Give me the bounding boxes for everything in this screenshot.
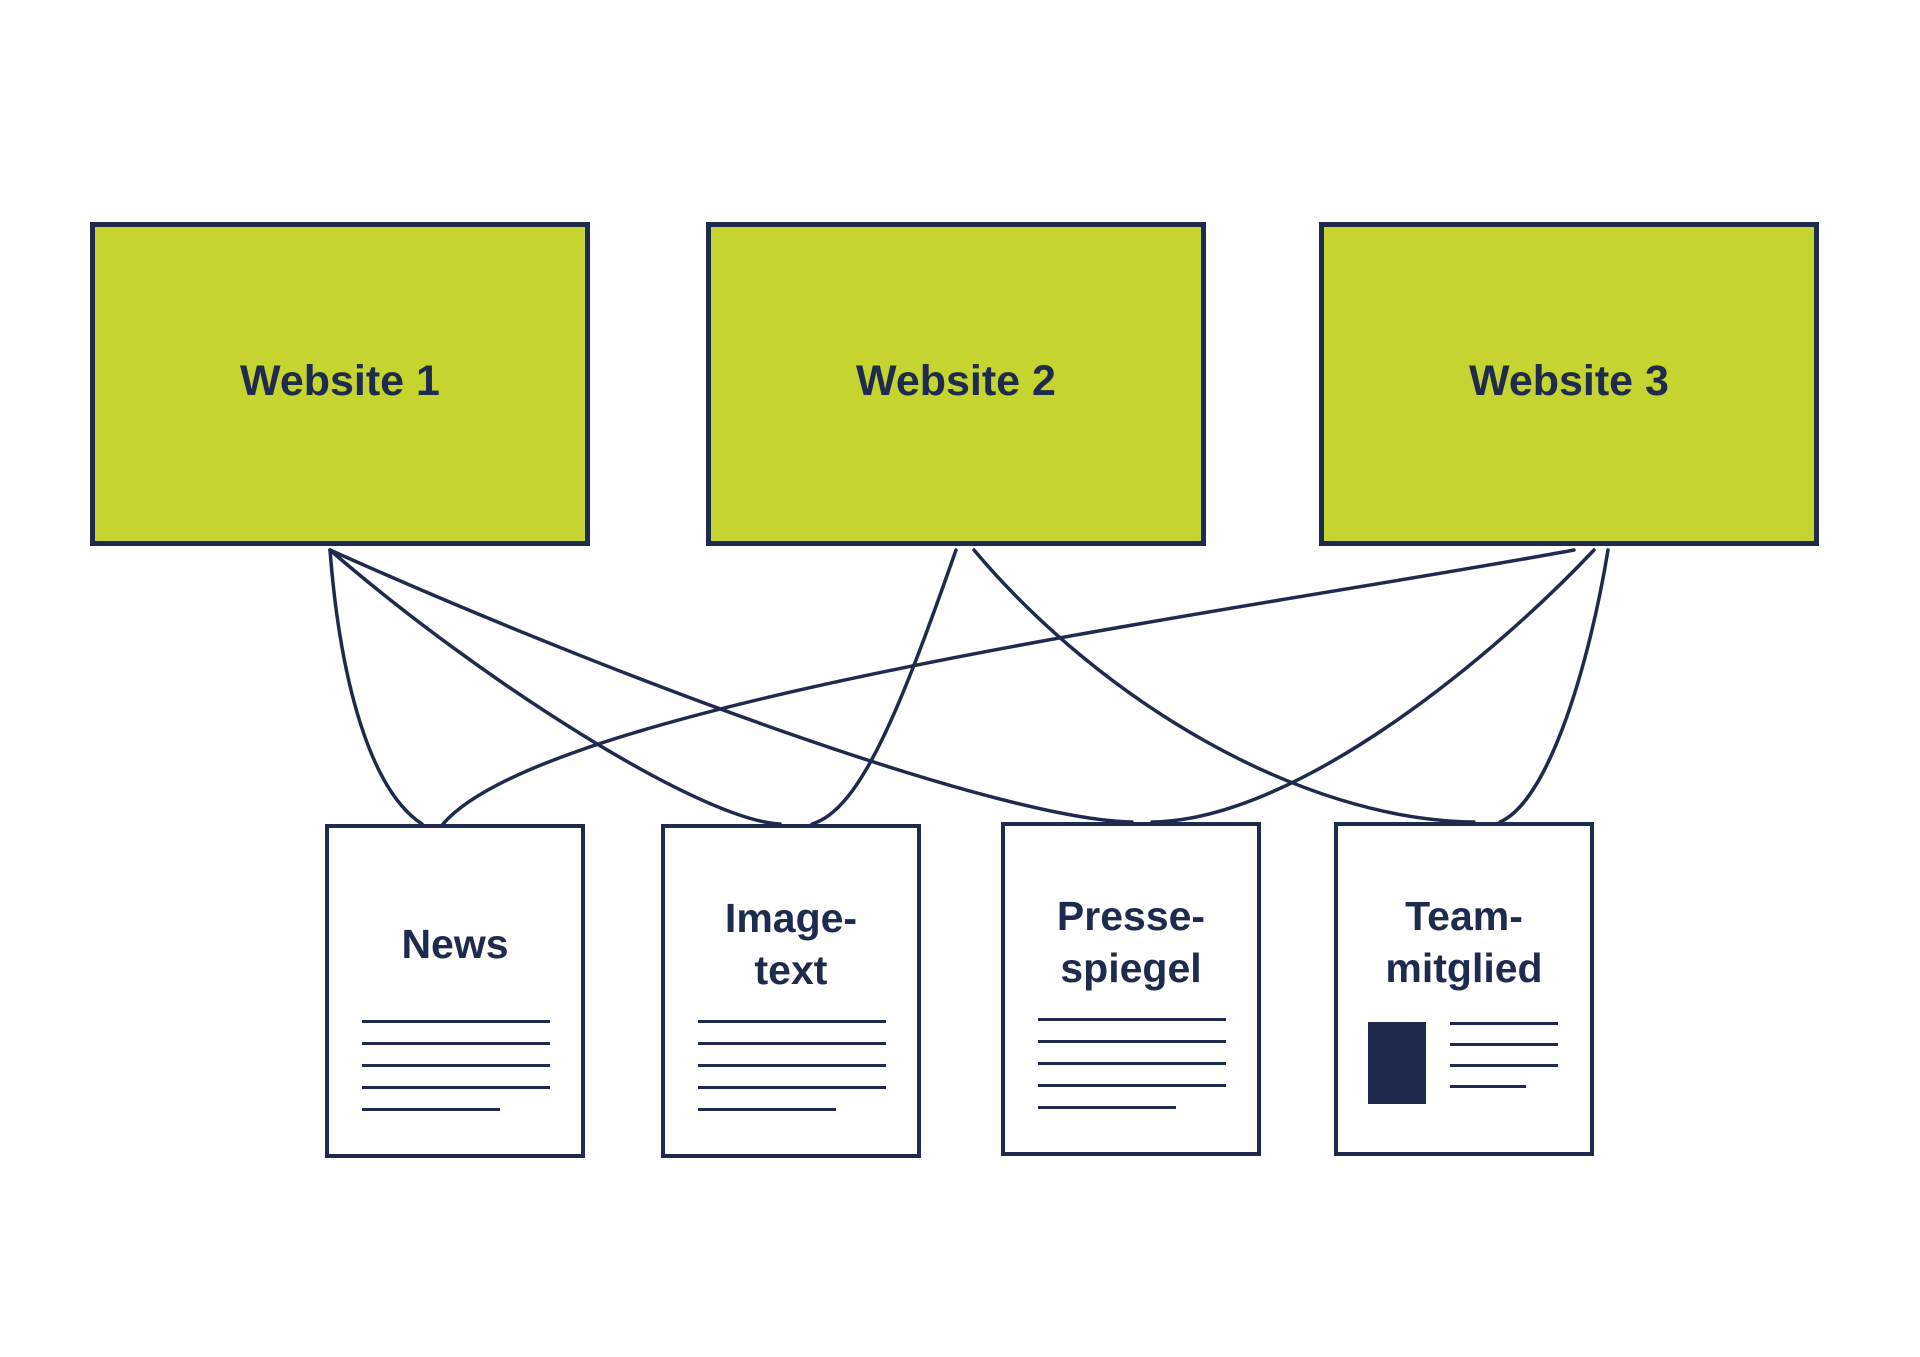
title-line: Image- [724,895,858,941]
text-line [698,1108,836,1111]
pressespiegel-document-title: Presse- spiegel [1005,890,1257,994]
website-2-box: Website 2 [706,222,1206,546]
connector-website3-news [441,548,1576,826]
title-line: text [754,947,828,993]
text-line [698,1020,886,1023]
website-2-label: Website 2 [856,356,1056,405]
connector-website1-imagetext [328,548,782,826]
profile-document-icon [1450,1022,1558,1106]
connector-website3-teammitglied [1498,548,1610,824]
teammitglied-document: Team- mitglied [1334,822,1594,1156]
pressespiegel-document: Presse- spiegel [1001,822,1261,1156]
imagetext-document: Image- text [661,824,921,1158]
text-line [1038,1106,1176,1109]
teammitglied-document-title: Team- mitglied [1338,890,1590,994]
text-line [698,1064,886,1067]
text-line [1450,1064,1558,1067]
text-line [1450,1043,1558,1046]
text-line [1038,1062,1226,1065]
text-line [1450,1085,1526,1088]
connector-website1-news [328,548,424,826]
connector-website2-imagetext [810,548,958,826]
text-line [1450,1022,1558,1025]
text-line [1038,1018,1226,1021]
title-line: mitglied [1385,945,1543,991]
text-line [1038,1084,1226,1087]
website-1-box: Website 1 [90,222,590,546]
website-3-box: Website 3 [1319,222,1819,546]
website-1-label: Website 1 [240,356,440,405]
text-document-icon [362,1020,550,1130]
news-document-title: News [329,918,581,970]
title-line: spiegel [1060,945,1202,991]
imagetext-document-title: Image- text [665,892,917,996]
connector-website2-teammitglied [972,548,1476,824]
connector-website3-pressespiegel [1150,548,1596,824]
text-line [362,1020,550,1023]
text-line [362,1064,550,1067]
text-line [362,1042,550,1045]
text-line [698,1086,886,1089]
text-document-icon [698,1020,886,1130]
text-line [1038,1040,1226,1043]
text-line [362,1086,550,1089]
text-line [698,1042,886,1045]
connector-website1-pressespiegel [328,548,1134,824]
title-line: News [401,921,509,967]
title-line: Presse- [1056,893,1206,939]
text-document-icon [1038,1018,1226,1128]
profile-photo-icon [1368,1022,1426,1104]
news-document: News [325,824,585,1158]
website-3-label: Website 3 [1469,356,1669,405]
text-line [362,1108,500,1111]
title-line: Team- [1405,893,1523,939]
